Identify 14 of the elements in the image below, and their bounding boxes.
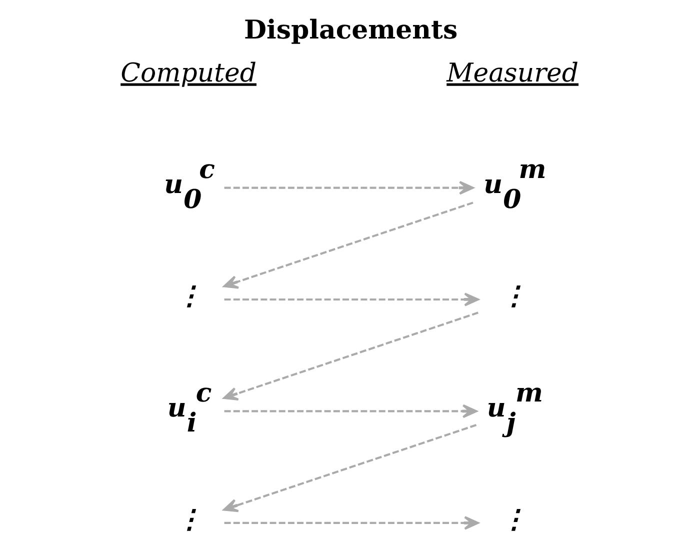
- arrow: [224, 180, 474, 195]
- diagram-title: Displacements: [243, 15, 458, 46]
- node-text: ⋮: [500, 282, 527, 312]
- arrow: [222, 202, 473, 289]
- arrow: [224, 516, 478, 530]
- label: Measured: [446, 58, 578, 88]
- node-text: ⋮: [176, 282, 202, 312]
- arrow: [222, 424, 476, 512]
- node-text: ⋮: [500, 505, 527, 536]
- node-text: ⋮: [176, 505, 202, 536]
- arrow: [222, 312, 478, 400]
- arrow: [224, 292, 478, 306]
- label: Computed: [120, 58, 256, 88]
- arrow: [224, 404, 477, 418]
